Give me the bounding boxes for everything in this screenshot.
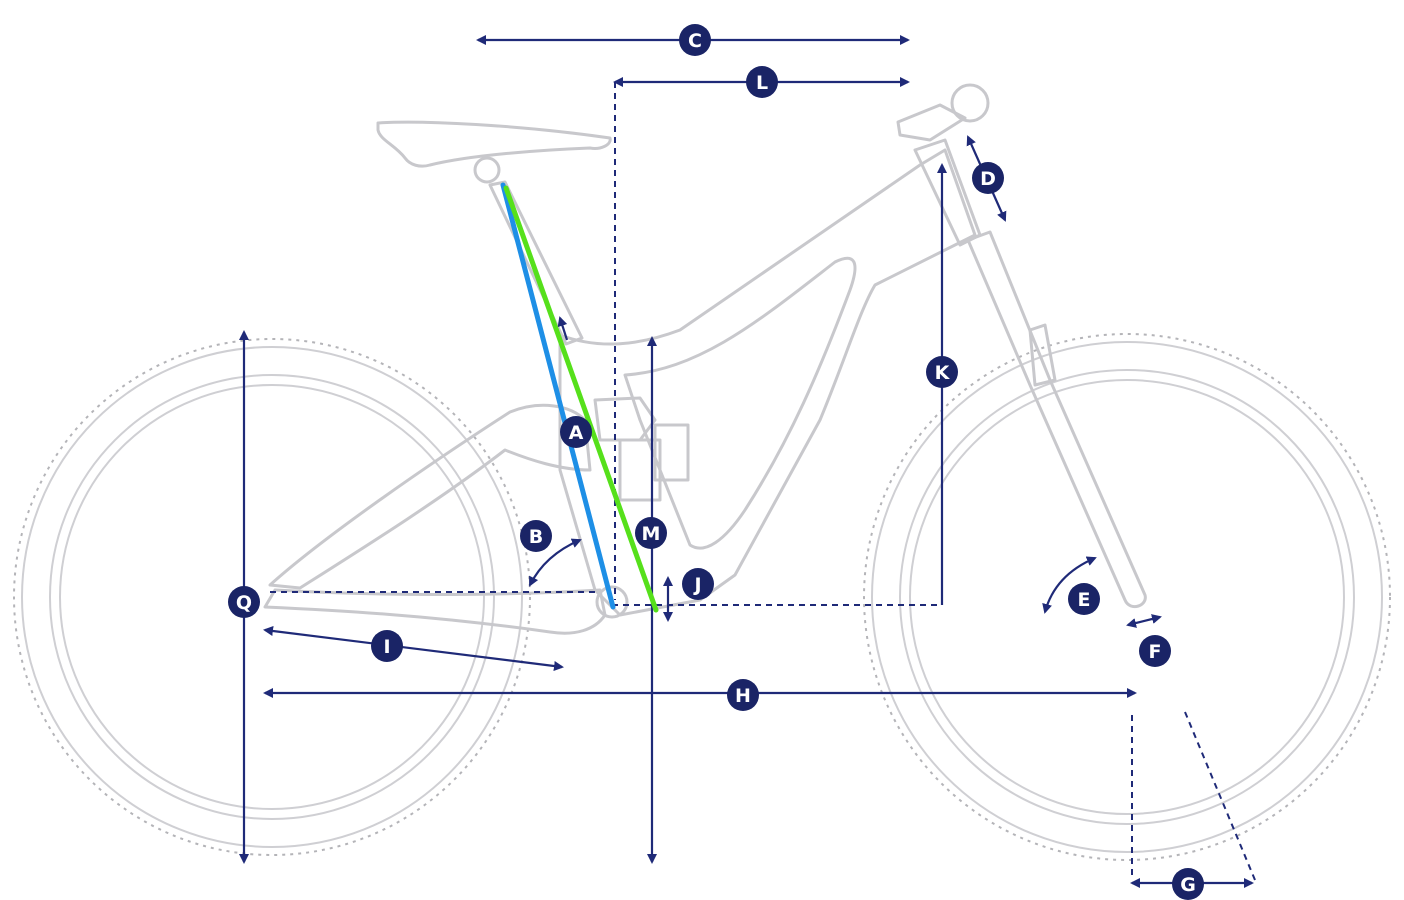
rear-shock — [618, 423, 690, 502]
badge-k: K — [926, 356, 958, 388]
front-wheel — [863, 333, 1391, 861]
badge-j: J — [682, 568, 714, 600]
dim-line-a — [557, 316, 569, 341]
svg-text:J: J — [692, 574, 701, 596]
badge-b: B — [520, 520, 552, 552]
seat-stay — [268, 403, 592, 590]
dash-trail-angled — [1184, 711, 1256, 881]
badge-m: M — [635, 517, 667, 549]
dim-line-f — [1126, 614, 1162, 628]
rear-wheel — [13, 338, 531, 856]
saddle — [376, 120, 612, 168]
badge-f: F — [1139, 635, 1171, 667]
badge-a: A — [560, 416, 592, 448]
frame-inner-cutout — [623, 256, 857, 550]
stem — [896, 103, 967, 142]
dim-arc-b — [529, 538, 582, 587]
badge-h: H — [727, 679, 759, 711]
fork-arch — [1028, 323, 1057, 387]
badge-e: E — [1068, 583, 1100, 615]
badge-l: L — [746, 66, 778, 98]
svg-text:B: B — [529, 526, 543, 548]
svg-text:I: I — [383, 636, 390, 658]
chain-stay — [263, 588, 607, 635]
svg-text:H: H — [735, 685, 751, 707]
seat-tube-line-green — [503, 185, 659, 613]
badge-i: I — [371, 630, 403, 662]
svg-text:D: D — [980, 168, 996, 190]
svg-text:M: M — [642, 523, 661, 545]
dim-line-i — [263, 626, 564, 671]
dimension-lines — [239, 35, 1256, 888]
bike-illustration — [13, 83, 1391, 861]
badge-d: D — [972, 162, 1004, 194]
badge-c: C — [679, 24, 711, 56]
svg-text:A: A — [569, 422, 584, 444]
link-plate — [593, 396, 657, 442]
seat-tube-line-blue — [500, 182, 616, 610]
svg-text:G: G — [1180, 874, 1196, 896]
dim-arc-e — [1042, 556, 1097, 614]
badge-g: G — [1172, 868, 1204, 900]
bottom-bracket — [595, 585, 629, 619]
svg-text:L: L — [756, 72, 768, 94]
svg-text:E: E — [1078, 589, 1091, 611]
handlebar — [950, 83, 990, 123]
main-frame — [558, 148, 977, 617]
svg-text:F: F — [1149, 641, 1162, 663]
svg-text:C: C — [688, 30, 702, 52]
seat-clamp — [473, 156, 501, 184]
badges: C L D K A B M J Q I H E F G — [228, 24, 1204, 900]
svg-text:Q: Q — [236, 592, 252, 614]
fork — [966, 230, 1147, 609]
svg-text:K: K — [935, 362, 951, 384]
badge-q: Q — [228, 586, 260, 618]
